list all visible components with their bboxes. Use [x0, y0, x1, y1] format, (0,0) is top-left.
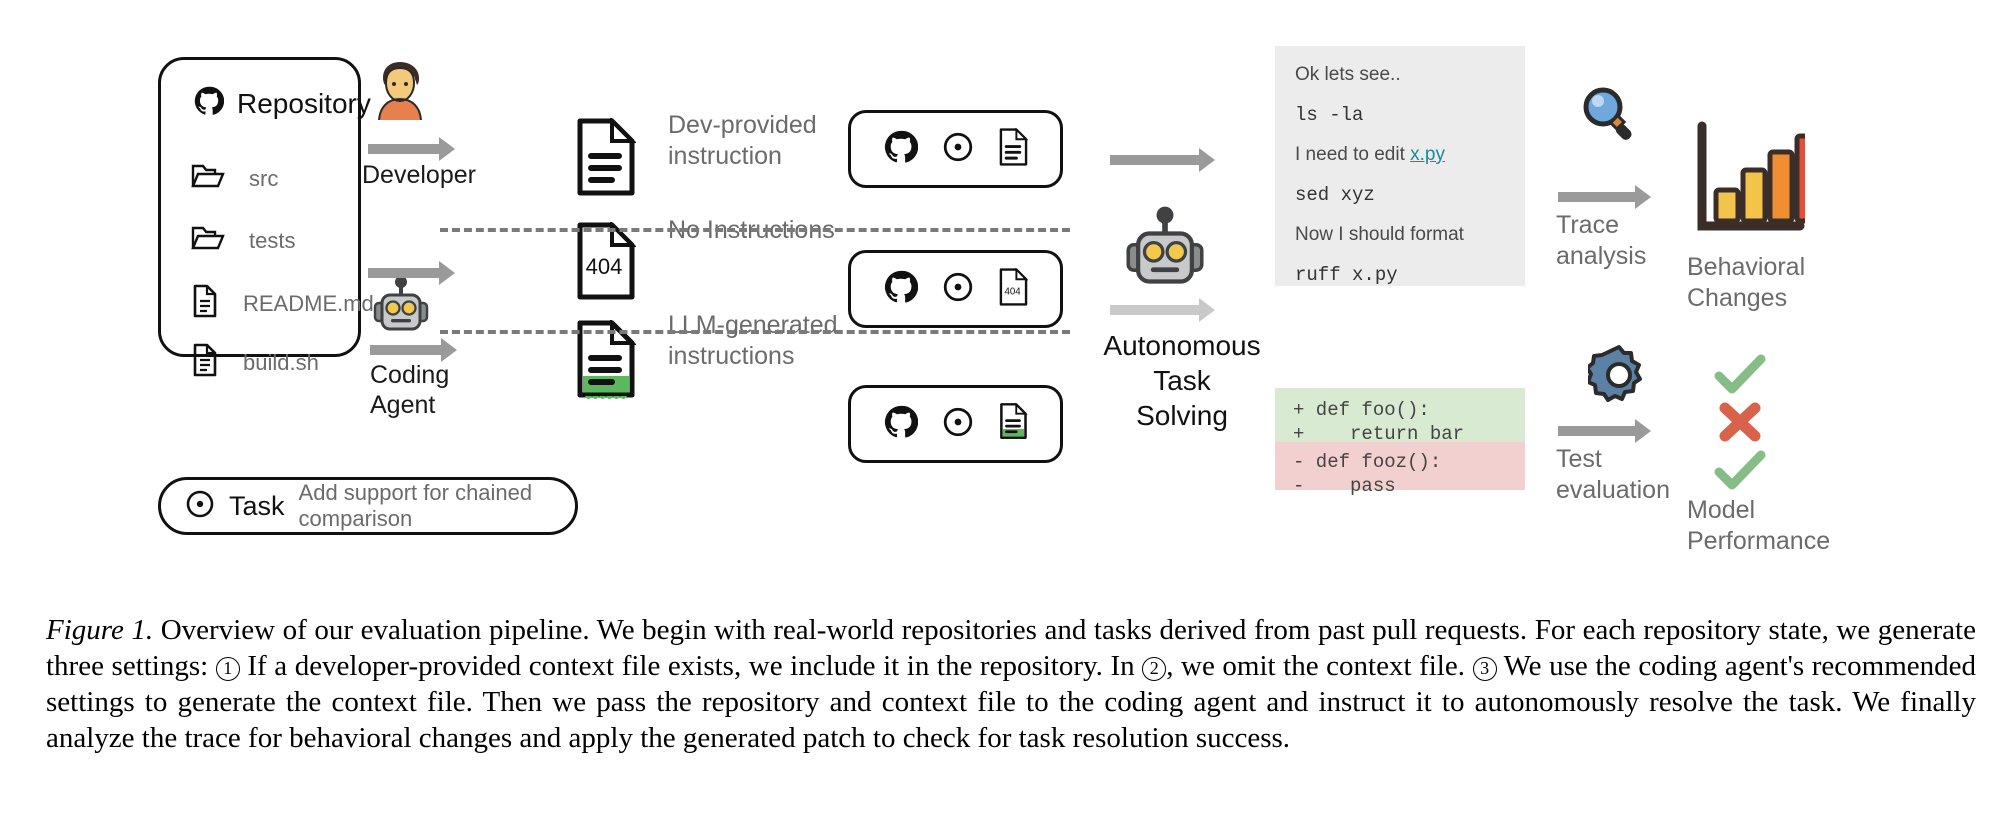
target-icon — [185, 489, 215, 524]
repository-title: Repository — [237, 87, 371, 119]
cross-mark-icon — [1716, 400, 1764, 449]
doc-lines-icon — [574, 116, 637, 201]
arrow-to-solver-1 — [1110, 148, 1215, 172]
repo-item-src[interactable]: src — [191, 162, 278, 195]
arrow-developer — [368, 137, 455, 161]
test-evaluation-label-line1: Test — [1556, 445, 1602, 473]
divider-1 — [440, 228, 1070, 232]
behavioral-changes-line2: Changes — [1687, 284, 1788, 312]
magnifier-icon — [1578, 82, 1640, 149]
trace-analysis-label-line2: analysis — [1556, 242, 1647, 270]
trace-file-link[interactable]: x.py — [1410, 144, 1446, 165]
bar-chart-icon — [1690, 118, 1822, 243]
developer-avatar-icon — [368, 58, 432, 131]
folder-icon — [191, 224, 225, 257]
svg-text:404: 404 — [1004, 286, 1021, 297]
coding-agent-label-line1: Coding — [370, 361, 450, 389]
diff-panel: + def foo(): + return bar - def fooz(): … — [1275, 388, 1525, 497]
repo-item-build[interactable]: build.sh — [191, 343, 319, 382]
circled-number-3: 3 — [1472, 657, 1497, 681]
task-description: Add support for chained comparison — [298, 480, 533, 531]
figure-caption: Figure 1. Overview of our evaluation pip… — [46, 612, 1976, 756]
trace-analysis-label-line1: Trace — [1556, 211, 1619, 239]
file-icon — [191, 343, 219, 382]
caption-part2: If a developer-provided context file exi… — [239, 650, 1143, 682]
repo-item-label: tests — [249, 227, 296, 253]
trace-line-1: Ok lets see.. — [1295, 64, 1401, 85]
circled-number-1: 1 — [215, 657, 240, 681]
diff-added-line-2: + return bar — [1293, 423, 1465, 445]
github-icon — [884, 270, 918, 309]
model-performance-line1: Model — [1687, 496, 1756, 524]
trace-line-4: sed xyz — [1295, 184, 1375, 206]
arrow-to-solver-2 — [1110, 298, 1215, 322]
doc-generated-icon — [998, 401, 1028, 446]
diff-removed-line-2: - pass — [1293, 475, 1396, 497]
combined-box-2[interactable]: 404 — [848, 250, 1063, 328]
robot-icon — [372, 275, 430, 342]
repo-item-label: src — [249, 165, 279, 191]
doc-404-icon: 404 — [998, 266, 1028, 311]
combined-box-3[interactable] — [848, 385, 1063, 463]
task-pill[interactable]: Task Add support for chained comparison — [158, 477, 578, 535]
check-mark-icon — [1712, 448, 1768, 497]
arrow-coding-agent — [370, 338, 457, 362]
setting-3-label-line2: instructions — [668, 342, 795, 370]
github-icon — [884, 405, 918, 444]
trace-line-3-text: I need to edit — [1295, 144, 1411, 165]
caption-part4: We use the coding agent's recommended se… — [46, 650, 1976, 754]
test-evaluation-label-line2: evaluation — [1556, 476, 1670, 504]
caption-part3: , we omit the context file. — [1166, 650, 1473, 682]
caption-part1: Overview of our evaluation pipeline. We … — [46, 614, 1976, 682]
trace-line-6: ruff x.py — [1295, 264, 1398, 286]
developer-label: Developer — [362, 161, 476, 189]
doc-404-icon: 404 — [574, 220, 637, 305]
repo-item-label: build.sh — [243, 349, 319, 375]
target-icon — [942, 406, 974, 443]
diff-added-line-1: + def foo(): — [1293, 399, 1430, 421]
trace-panel: Ok lets see.. ls -la I need to edit x.py… — [1275, 46, 1525, 286]
target-icon — [942, 131, 974, 168]
svg-text:404: 404 — [586, 254, 623, 279]
repository-card: Repository src tests README.md build.sh — [158, 57, 374, 377]
divider-2 — [440, 330, 1070, 334]
model-performance-line2: Performance — [1687, 527, 1831, 555]
trace-line-3: I need to edit x.py — [1295, 144, 1505, 166]
arrow-no-instructions — [368, 261, 455, 285]
folder-icon — [191, 162, 225, 195]
trace-line-5: Now I should format — [1295, 224, 1464, 245]
setting-1-label-line1: Dev-provided — [668, 111, 817, 139]
setting-3-label-line1: LLM-generated — [668, 311, 838, 339]
circled-number-2: 2 — [1142, 657, 1167, 681]
target-icon — [942, 271, 974, 308]
arrow-trace-analysis — [1558, 185, 1651, 209]
task-label: Task — [229, 490, 285, 521]
github-icon — [194, 86, 225, 121]
gear-icon — [1585, 344, 1650, 411]
robot-icon — [1124, 205, 1206, 298]
setting-1-label-line2: instruction — [668, 142, 782, 170]
solver-label-line1: Autonomous — [1103, 330, 1261, 361]
figure-number: Figure 1. — [46, 614, 154, 646]
combined-box-1[interactable] — [848, 110, 1063, 188]
github-icon — [884, 130, 918, 169]
doc-lines-icon — [998, 126, 1028, 171]
solver-label-line3: Solving — [1136, 400, 1228, 431]
diff-removed-block: - def fooz(): - pass — [1275, 442, 1525, 497]
diff-removed-line-1: - def fooz(): — [1293, 451, 1442, 473]
check-mark-icon — [1712, 352, 1768, 401]
repo-item-tests[interactable]: tests — [191, 224, 295, 257]
repository-header: Repository — [194, 86, 371, 121]
behavioral-changes-line1: Behavioral — [1687, 253, 1806, 281]
trace-line-2: ls -la — [1295, 104, 1364, 126]
arrow-test-evaluation — [1558, 419, 1651, 443]
diff-added-block: + def foo(): + return bar — [1275, 388, 1525, 445]
file-icon — [191, 284, 219, 323]
repo-item-label: README.md — [243, 290, 374, 316]
repo-item-readme[interactable]: README.md — [191, 284, 374, 323]
coding-agent-label-line2: Agent — [370, 391, 436, 419]
solver-label-line2: Task — [1153, 365, 1211, 396]
